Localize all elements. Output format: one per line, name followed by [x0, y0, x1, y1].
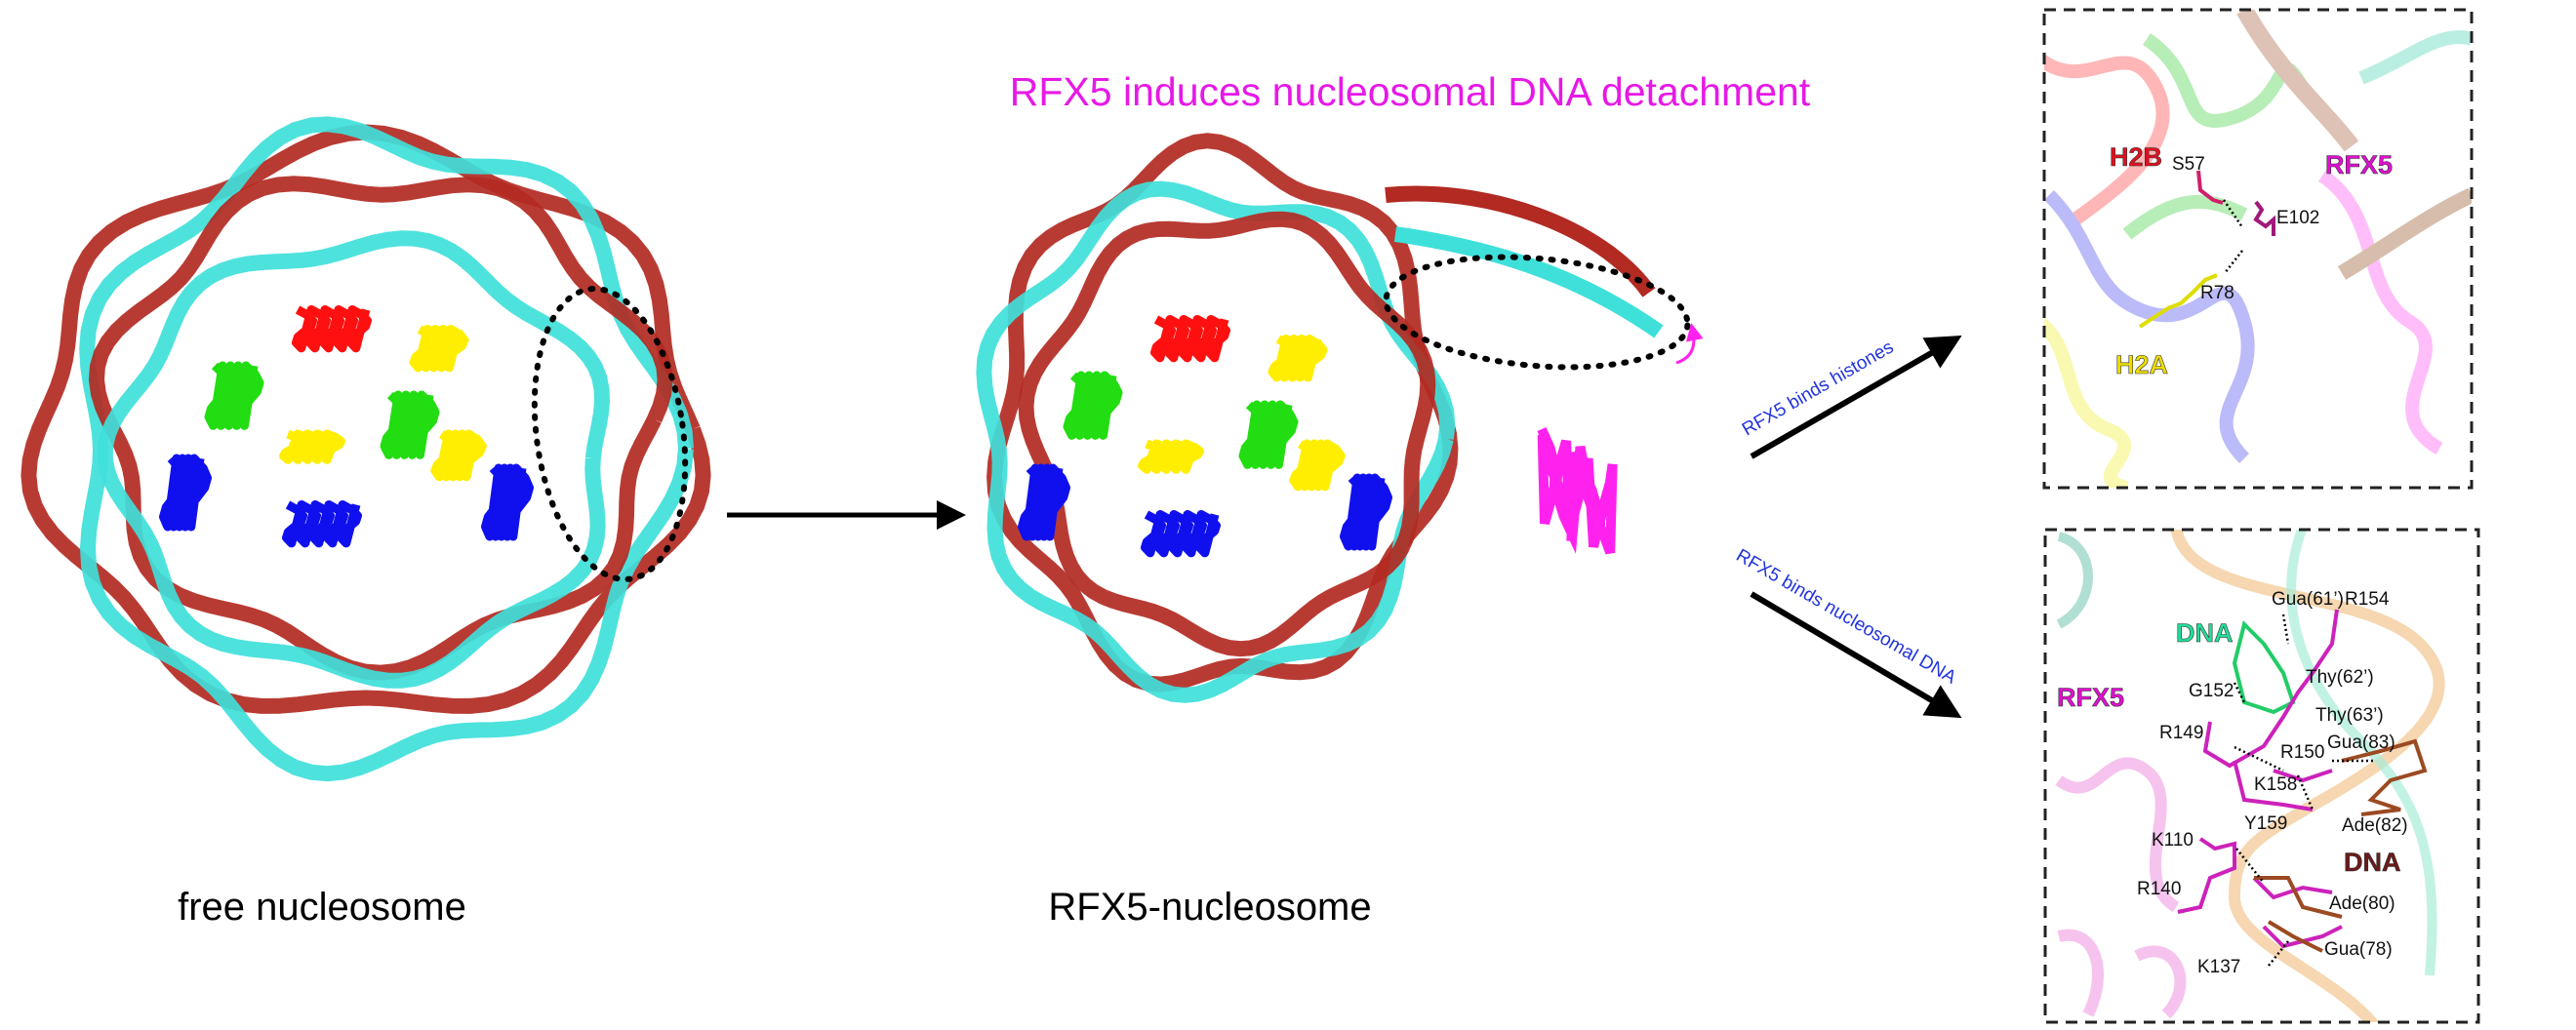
- histone-helix: [1150, 315, 1230, 363]
- histone-helix: [1141, 510, 1221, 558]
- dna-strand-red: [1018, 211, 1436, 657]
- dna-strand-red: [89, 176, 673, 681]
- residue-gua61: Gua(61’): [2272, 589, 2344, 610]
- histone-helix: [1289, 439, 1346, 492]
- detached-dna-segment: [1385, 185, 1656, 297]
- rfx5-nucleosome-label: RFX5-nucleosome: [1048, 886, 1371, 929]
- residue-r78: R78: [2200, 283, 2234, 303]
- free-nucleosome-label: free nucleosome: [178, 886, 466, 929]
- residue-r140: R140: [2137, 879, 2181, 899]
- histone-helix: [1018, 463, 1070, 541]
- residue-y159: Y159: [2244, 813, 2287, 834]
- dna-strand-cyan: [97, 230, 610, 689]
- residue-s57: S57: [2172, 154, 2205, 175]
- dna-strand-red: [986, 133, 1459, 693]
- histone-helix: [430, 429, 487, 482]
- rfx5-protein: [1537, 426, 1618, 555]
- histone-helix: [282, 500, 362, 548]
- residue-thy62: Thy(62’): [2306, 667, 2374, 688]
- residue-g152: G152: [2189, 681, 2234, 701]
- residue-r149: R149: [2159, 723, 2203, 743]
- chain-label-rfx5-dna-panel: RFX5: [2057, 683, 2124, 712]
- residue-ade80: Ade(80): [2329, 893, 2395, 914]
- residue-thy63: Thy(63’): [2315, 705, 2384, 726]
- rfx5-nucleosome-structure: [976, 133, 1664, 703]
- figure-title: RFX5 induces nucleosomal DNA detachment: [1010, 69, 1811, 114]
- histone-helix: [1138, 439, 1204, 474]
- histone-helix: [380, 390, 440, 459]
- residue-r150: R150: [2280, 742, 2324, 763]
- chain-label-h2a: H2A: [2115, 350, 2168, 379]
- residue-r154: R154: [2345, 589, 2390, 610]
- chain-label-dna-brown: DNA: [2344, 848, 2401, 877]
- histone-helix: [1238, 400, 1299, 469]
- histone-helix: [1340, 473, 1392, 551]
- chain-label-h2b: H2B: [2110, 142, 2162, 172]
- dna-interface-panel: DNA RFX5 DNA Gua(61’) R154 Thy(62’) G152…: [2043, 528, 2480, 1024]
- chain-label-rfx5: RFX5: [2325, 150, 2393, 179]
- residue-k110: K110: [2152, 830, 2194, 851]
- dna-binding-text: RFX5 binds nucleosomal DNA: [1733, 545, 1960, 689]
- histone-helix: [204, 361, 264, 430]
- dna-strand-cyan: [976, 180, 1456, 703]
- histone-helix: [279, 429, 345, 464]
- residue-gua78: Gua(78): [2324, 939, 2393, 960]
- dna-binding-arrow: [1750, 591, 1962, 719]
- histone-helix: [292, 305, 372, 353]
- histone-helix: [1268, 335, 1328, 382]
- residue-e102: E102: [2276, 208, 2319, 228]
- histone-helix: [409, 325, 469, 373]
- chain-label-dna-green: DNA: [2176, 618, 2234, 648]
- residue-k158: K158: [2254, 774, 2297, 795]
- detachment-curved-arrow: [1675, 323, 1704, 365]
- histone-helix: [159, 454, 212, 532]
- residue-ade82: Ade(82): [2342, 815, 2408, 836]
- residue-gua83: Gua(83): [2327, 733, 2395, 753]
- histone-binding-arrow: [1750, 336, 1962, 459]
- detachment-region-ellipse: [531, 286, 689, 582]
- histone-helix: [481, 463, 534, 541]
- free-nucleosome-structure: [20, 116, 711, 782]
- histone-interface-panel: H2B RFX5 H2A S57 E102 R78: [2042, 8, 2474, 490]
- detached-dna-segment: [1393, 226, 1664, 338]
- residue-k137: K137: [2197, 957, 2240, 977]
- histone-helix: [1063, 371, 1123, 440]
